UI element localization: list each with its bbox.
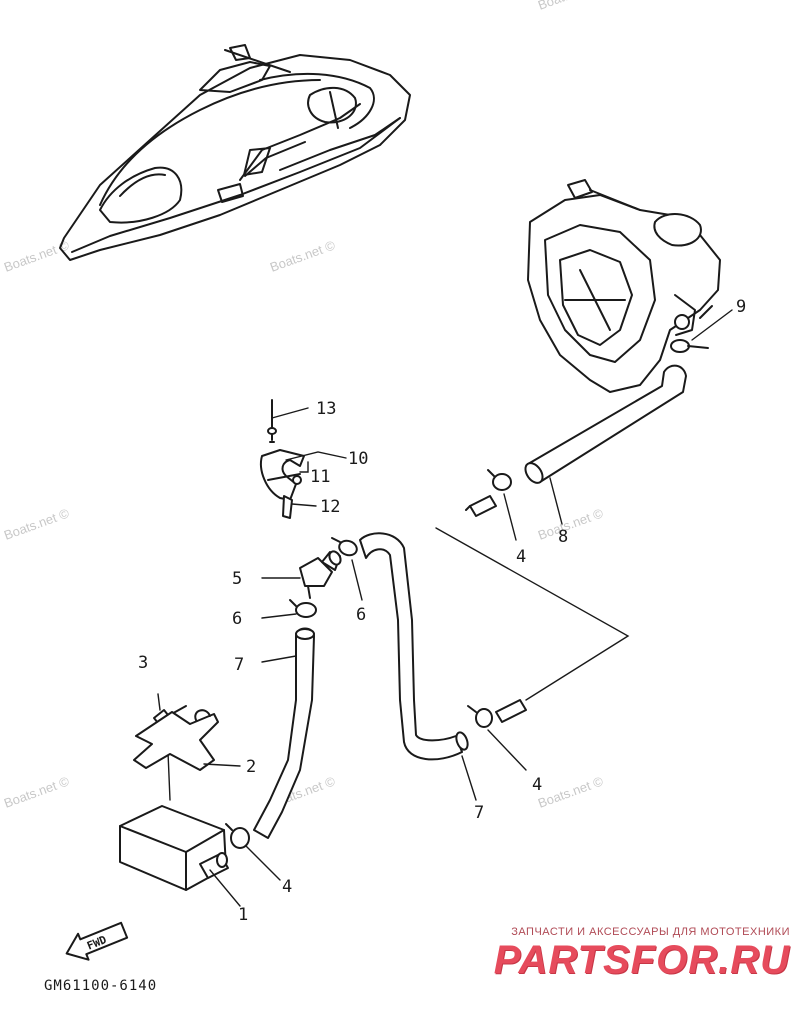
callout-7-right: 7 xyxy=(474,803,484,823)
connection-lines xyxy=(167,527,630,801)
cooler-1 xyxy=(119,805,229,891)
callout-6-right: 6 xyxy=(356,605,366,625)
callout-12: 12 xyxy=(320,497,340,517)
watermark: Boats.net © xyxy=(536,505,606,543)
watermark: Boats.net © xyxy=(268,237,338,275)
clamp-9 xyxy=(670,339,709,353)
bracket-2 xyxy=(133,709,219,771)
callout-2: 2 xyxy=(246,757,256,777)
callout-4-middle: 4 xyxy=(532,775,542,795)
callout-1: 1 xyxy=(238,905,248,925)
hose-7-left xyxy=(253,627,315,839)
clamp-4-upper xyxy=(487,469,512,491)
brand-tagline: ЗАПЧАСТИ И АКСЕССУАРЫ ДЛЯ МОТОТЕХНИКИ xyxy=(511,926,790,938)
clamp-6-right xyxy=(331,537,358,557)
jetski-hull-illustration xyxy=(59,44,411,261)
brand-watermark: ЗАПЧАСТИ И АКСЕССУАРЫ ДЛЯ МОТОТЕХНИКИ PA… xyxy=(470,926,790,982)
hose-7-right xyxy=(359,532,469,761)
callout-10: 10 xyxy=(348,449,368,469)
fitting-upper xyxy=(465,495,497,517)
jet-pump-housing-illustration xyxy=(527,179,721,393)
watermark: Boats.net © xyxy=(536,773,606,811)
callout-4-lower: 4 xyxy=(282,877,292,897)
clamp-4-lower xyxy=(225,823,250,849)
watermark: Boats.net © xyxy=(2,505,72,543)
fwd-arrow: FWD xyxy=(65,921,129,961)
callout-4-upper: 4 xyxy=(516,547,526,567)
callout-9: 9 xyxy=(736,297,746,317)
bracket-assembly-10-13 xyxy=(260,399,305,519)
leader-lines xyxy=(157,309,733,907)
watermark: Boats.net © xyxy=(536,0,606,13)
callout-3: 3 xyxy=(138,653,148,673)
hose-8 xyxy=(524,364,687,484)
callout-7-left: 7 xyxy=(234,655,244,675)
fitting-lower xyxy=(495,699,527,723)
callout-6-left: 6 xyxy=(232,609,242,629)
callout-5: 5 xyxy=(232,569,242,589)
clamp-6-left xyxy=(289,599,317,618)
fitting-5 xyxy=(299,550,342,599)
brand-logo: PARTSFOR.RU xyxy=(493,938,790,982)
callout-8: 8 xyxy=(558,527,568,547)
clamp-4-middle xyxy=(467,705,493,728)
callouts: 13 10 11 12 5 6 6 7 3 2 1 4 4 8 4 7 9 xyxy=(138,297,746,925)
callout-13: 13 xyxy=(316,399,336,419)
watermark: Boats.net © xyxy=(2,773,72,811)
diagram-code: GM61100-6140 xyxy=(44,978,157,994)
callout-11: 11 xyxy=(310,467,330,487)
